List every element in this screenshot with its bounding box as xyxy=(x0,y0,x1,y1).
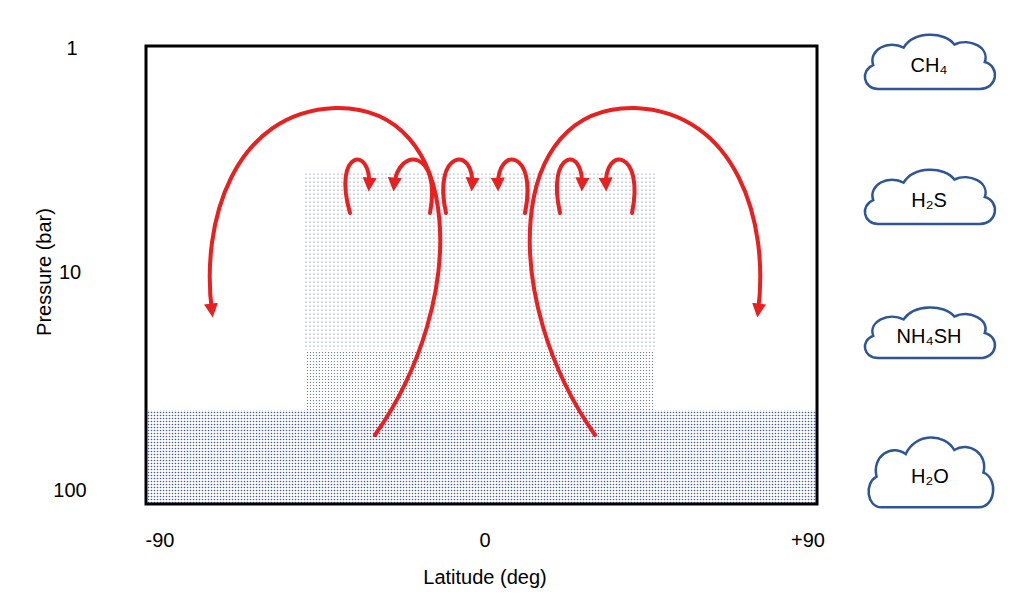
nh4sh-cloud-layer xyxy=(305,350,655,410)
axis-tick: 10 xyxy=(59,262,81,282)
small-cell-arrow xyxy=(606,160,635,213)
upper-cloud-layer xyxy=(305,172,655,350)
cloud-shape: NH₄SH xyxy=(858,302,1000,360)
cloud-outline xyxy=(865,170,995,224)
axis-tick: -90 xyxy=(146,530,175,550)
plot-frame xyxy=(146,46,817,504)
axis-title: Latitude (deg) xyxy=(423,567,546,587)
cloud-outline xyxy=(865,307,995,358)
axis-title: Pressure (bar) xyxy=(34,208,54,336)
cloud-shape: H₂O xyxy=(862,430,998,510)
small-cell-arrow xyxy=(443,160,472,213)
small-cell-arrow xyxy=(557,160,582,213)
small-cell-arrow xyxy=(345,160,369,213)
cloud-shape: CH₄ xyxy=(858,29,1000,91)
cloud-label: H₂O xyxy=(911,466,949,486)
large-cell-arrow xyxy=(530,108,760,435)
cloud-outline xyxy=(865,35,995,89)
axis-tick: +90 xyxy=(791,530,825,550)
cloud-outline xyxy=(869,437,994,507)
water-cloud-layer xyxy=(148,410,816,503)
circulation-arrows xyxy=(210,108,761,435)
axis-tick: 0 xyxy=(479,530,490,550)
small-cell-arrow xyxy=(394,160,432,213)
axis-tick: 100 xyxy=(53,480,86,500)
cloud-label: H₂S xyxy=(911,190,947,210)
axis-tick: 1 xyxy=(66,38,77,58)
cloud-shape: H₂S xyxy=(858,164,1000,226)
small-cell-arrow xyxy=(498,160,528,213)
cloud-label: NH₄SH xyxy=(897,326,962,346)
large-cell-arrow xyxy=(210,108,440,435)
cloud-label: CH₄ xyxy=(910,55,947,75)
